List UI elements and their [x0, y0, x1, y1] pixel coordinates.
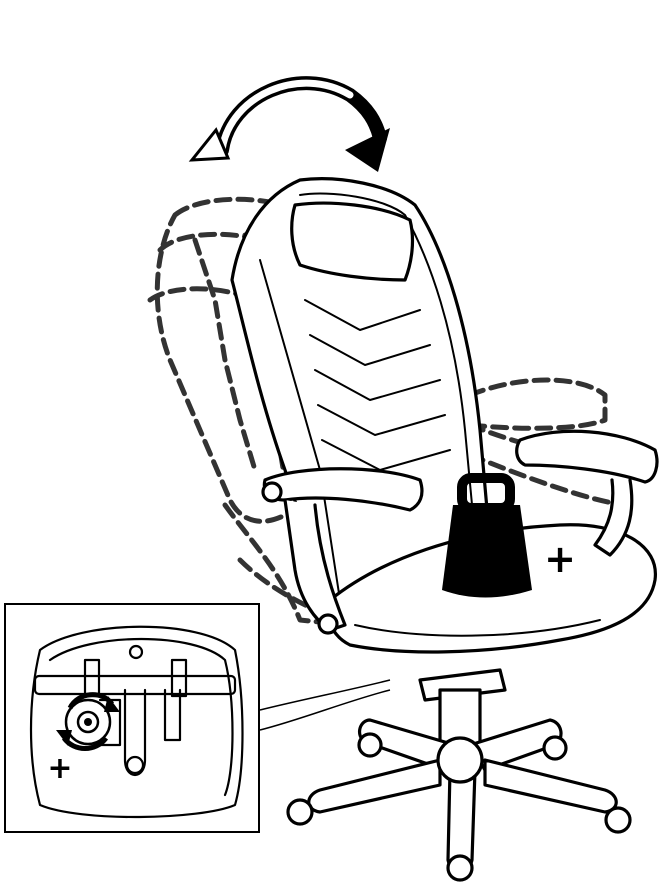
chair-star-base	[309, 720, 617, 869]
curved-double-arrow-icon	[192, 83, 390, 172]
tilt-mechanism-inset	[5, 604, 259, 832]
seat-plus-label: +	[544, 537, 576, 581]
inset-plus-label: +	[47, 751, 72, 786]
headrest-pillow	[292, 203, 413, 280]
